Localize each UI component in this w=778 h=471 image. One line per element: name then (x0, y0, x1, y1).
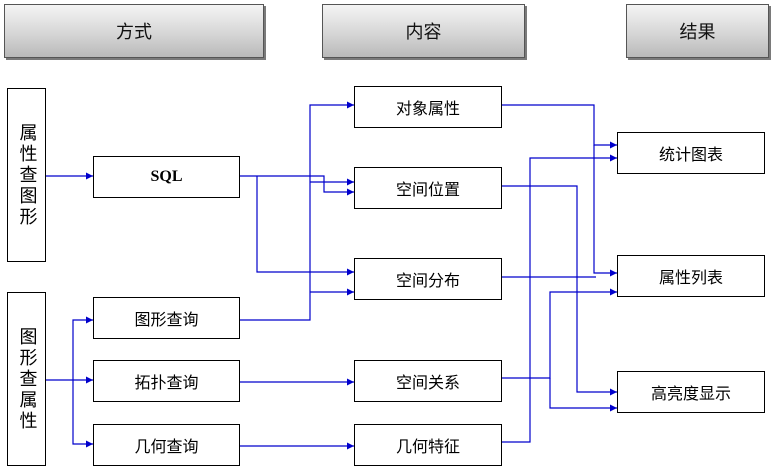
header-result: 结果 (626, 4, 769, 58)
header-content: 内容 (322, 4, 525, 58)
method-geometry-query: 几何查询 (93, 424, 240, 466)
content-spatial-position: 空间位置 (354, 167, 502, 209)
method-graphic-query: 图形查询 (93, 297, 240, 339)
line-graphic-to-attributes (240, 101, 354, 321)
attr-to-graph-box: 属性查图形 (7, 88, 46, 262)
content-geometric-feature: 几何特征 (354, 424, 502, 466)
content-spatial-relation: 空间关系 (354, 360, 502, 402)
line-relation-to-list (502, 288, 617, 379)
method-topology-query: 拓扑查询 (93, 360, 240, 402)
line-feature-to-chart (502, 154, 617, 443)
content-object-attributes: 对象属性 (354, 86, 502, 128)
line-attributes-to-chart (502, 104, 617, 149)
attr-to-graph-label: 属性查图形 (16, 122, 38, 228)
line-position-to-highlight (502, 185, 617, 396)
line-relation-to-highlight (549, 378, 617, 412)
graph-to-attr-label: 图形查属性 (16, 326, 38, 432)
graph-to-attr-box: 图形查属性 (7, 292, 46, 466)
line-attributes-to-list (593, 145, 617, 277)
header-method: 方式 (4, 4, 264, 58)
result-attribute-list: 属性列表 (617, 255, 765, 297)
method-sql: SQL (93, 156, 240, 198)
line-graph-to-graphic (46, 316, 93, 381)
line-sql-to-distribution (256, 176, 354, 276)
line-graph-to-geometry (72, 380, 93, 448)
line-sql-to-position (240, 175, 354, 196)
content-spatial-distribution: 空间分布 (354, 258, 502, 300)
result-highlight-display: 高亮度显示 (617, 371, 765, 413)
result-statistics-chart: 统计图表 (617, 132, 765, 174)
